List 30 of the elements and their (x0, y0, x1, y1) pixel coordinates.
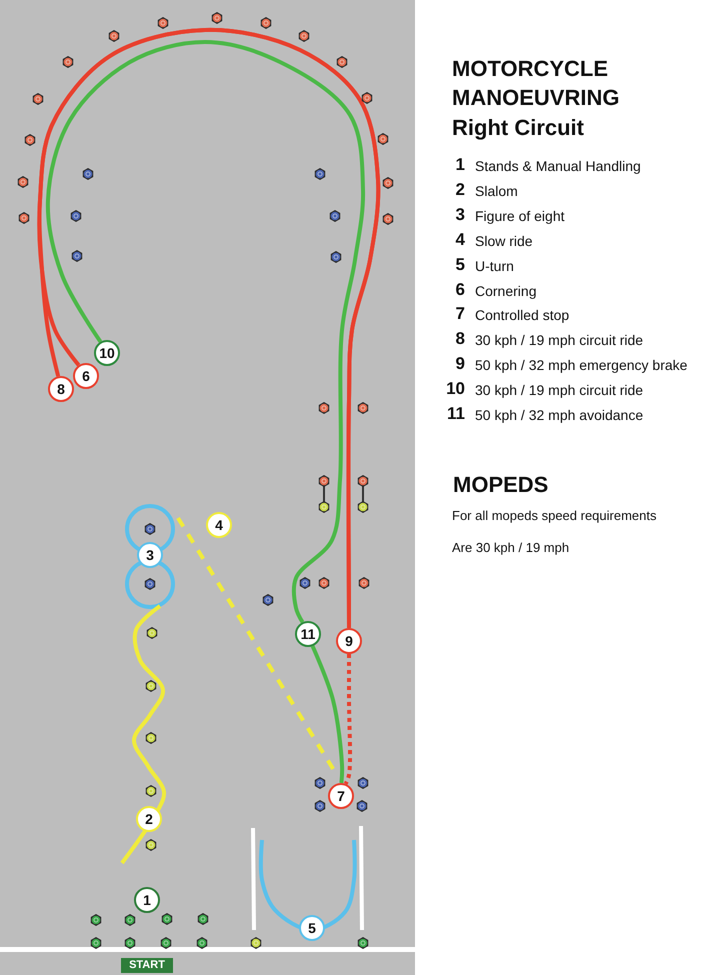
list-item: Slalom (475, 182, 518, 199)
list-item: 50 kph / 32 mph emergency brake (475, 357, 688, 374)
list-item: Cornering (475, 282, 536, 298)
list-item: U-turn (475, 258, 514, 274)
route-line (310, 645, 344, 784)
list-number: 2 (454, 180, 465, 200)
list-number: 9 (454, 354, 465, 374)
list-number: 3 (454, 204, 465, 225)
title: MOTORCYCLE MANOEUVRING (452, 55, 620, 112)
list-item: Stands & Manual Handling (475, 158, 641, 174)
section-heading: MOPEDS (453, 472, 548, 498)
start-sign: START (121, 958, 173, 972)
list-number: 4 (454, 230, 465, 250)
list-item: Figure of eight (475, 208, 564, 224)
list-item: Slow ride (475, 232, 533, 249)
list-number: 6 (454, 280, 465, 300)
list-number: 1 (454, 155, 465, 175)
list-number: 11 (446, 404, 465, 424)
list-number: 5 (454, 254, 465, 275)
subtitle: Right Circuit (452, 114, 584, 142)
route-line (344, 654, 352, 785)
list-item: 30 kph / 19 mph circuit ride (475, 382, 644, 398)
list-number: 7 (454, 304, 465, 324)
list-number: 10 (445, 379, 465, 400)
list-number: 8 (454, 329, 465, 350)
note-text: Are 30 kph / 19 mph (452, 540, 570, 555)
list-item: Controlled stop (475, 307, 570, 324)
list-item: 30 kph / 19 mph circuit ride (475, 332, 644, 348)
note-text: For all mopeds speed requirements (452, 508, 656, 523)
list-item: 50 kph / 32 mph avoidance (475, 407, 644, 423)
